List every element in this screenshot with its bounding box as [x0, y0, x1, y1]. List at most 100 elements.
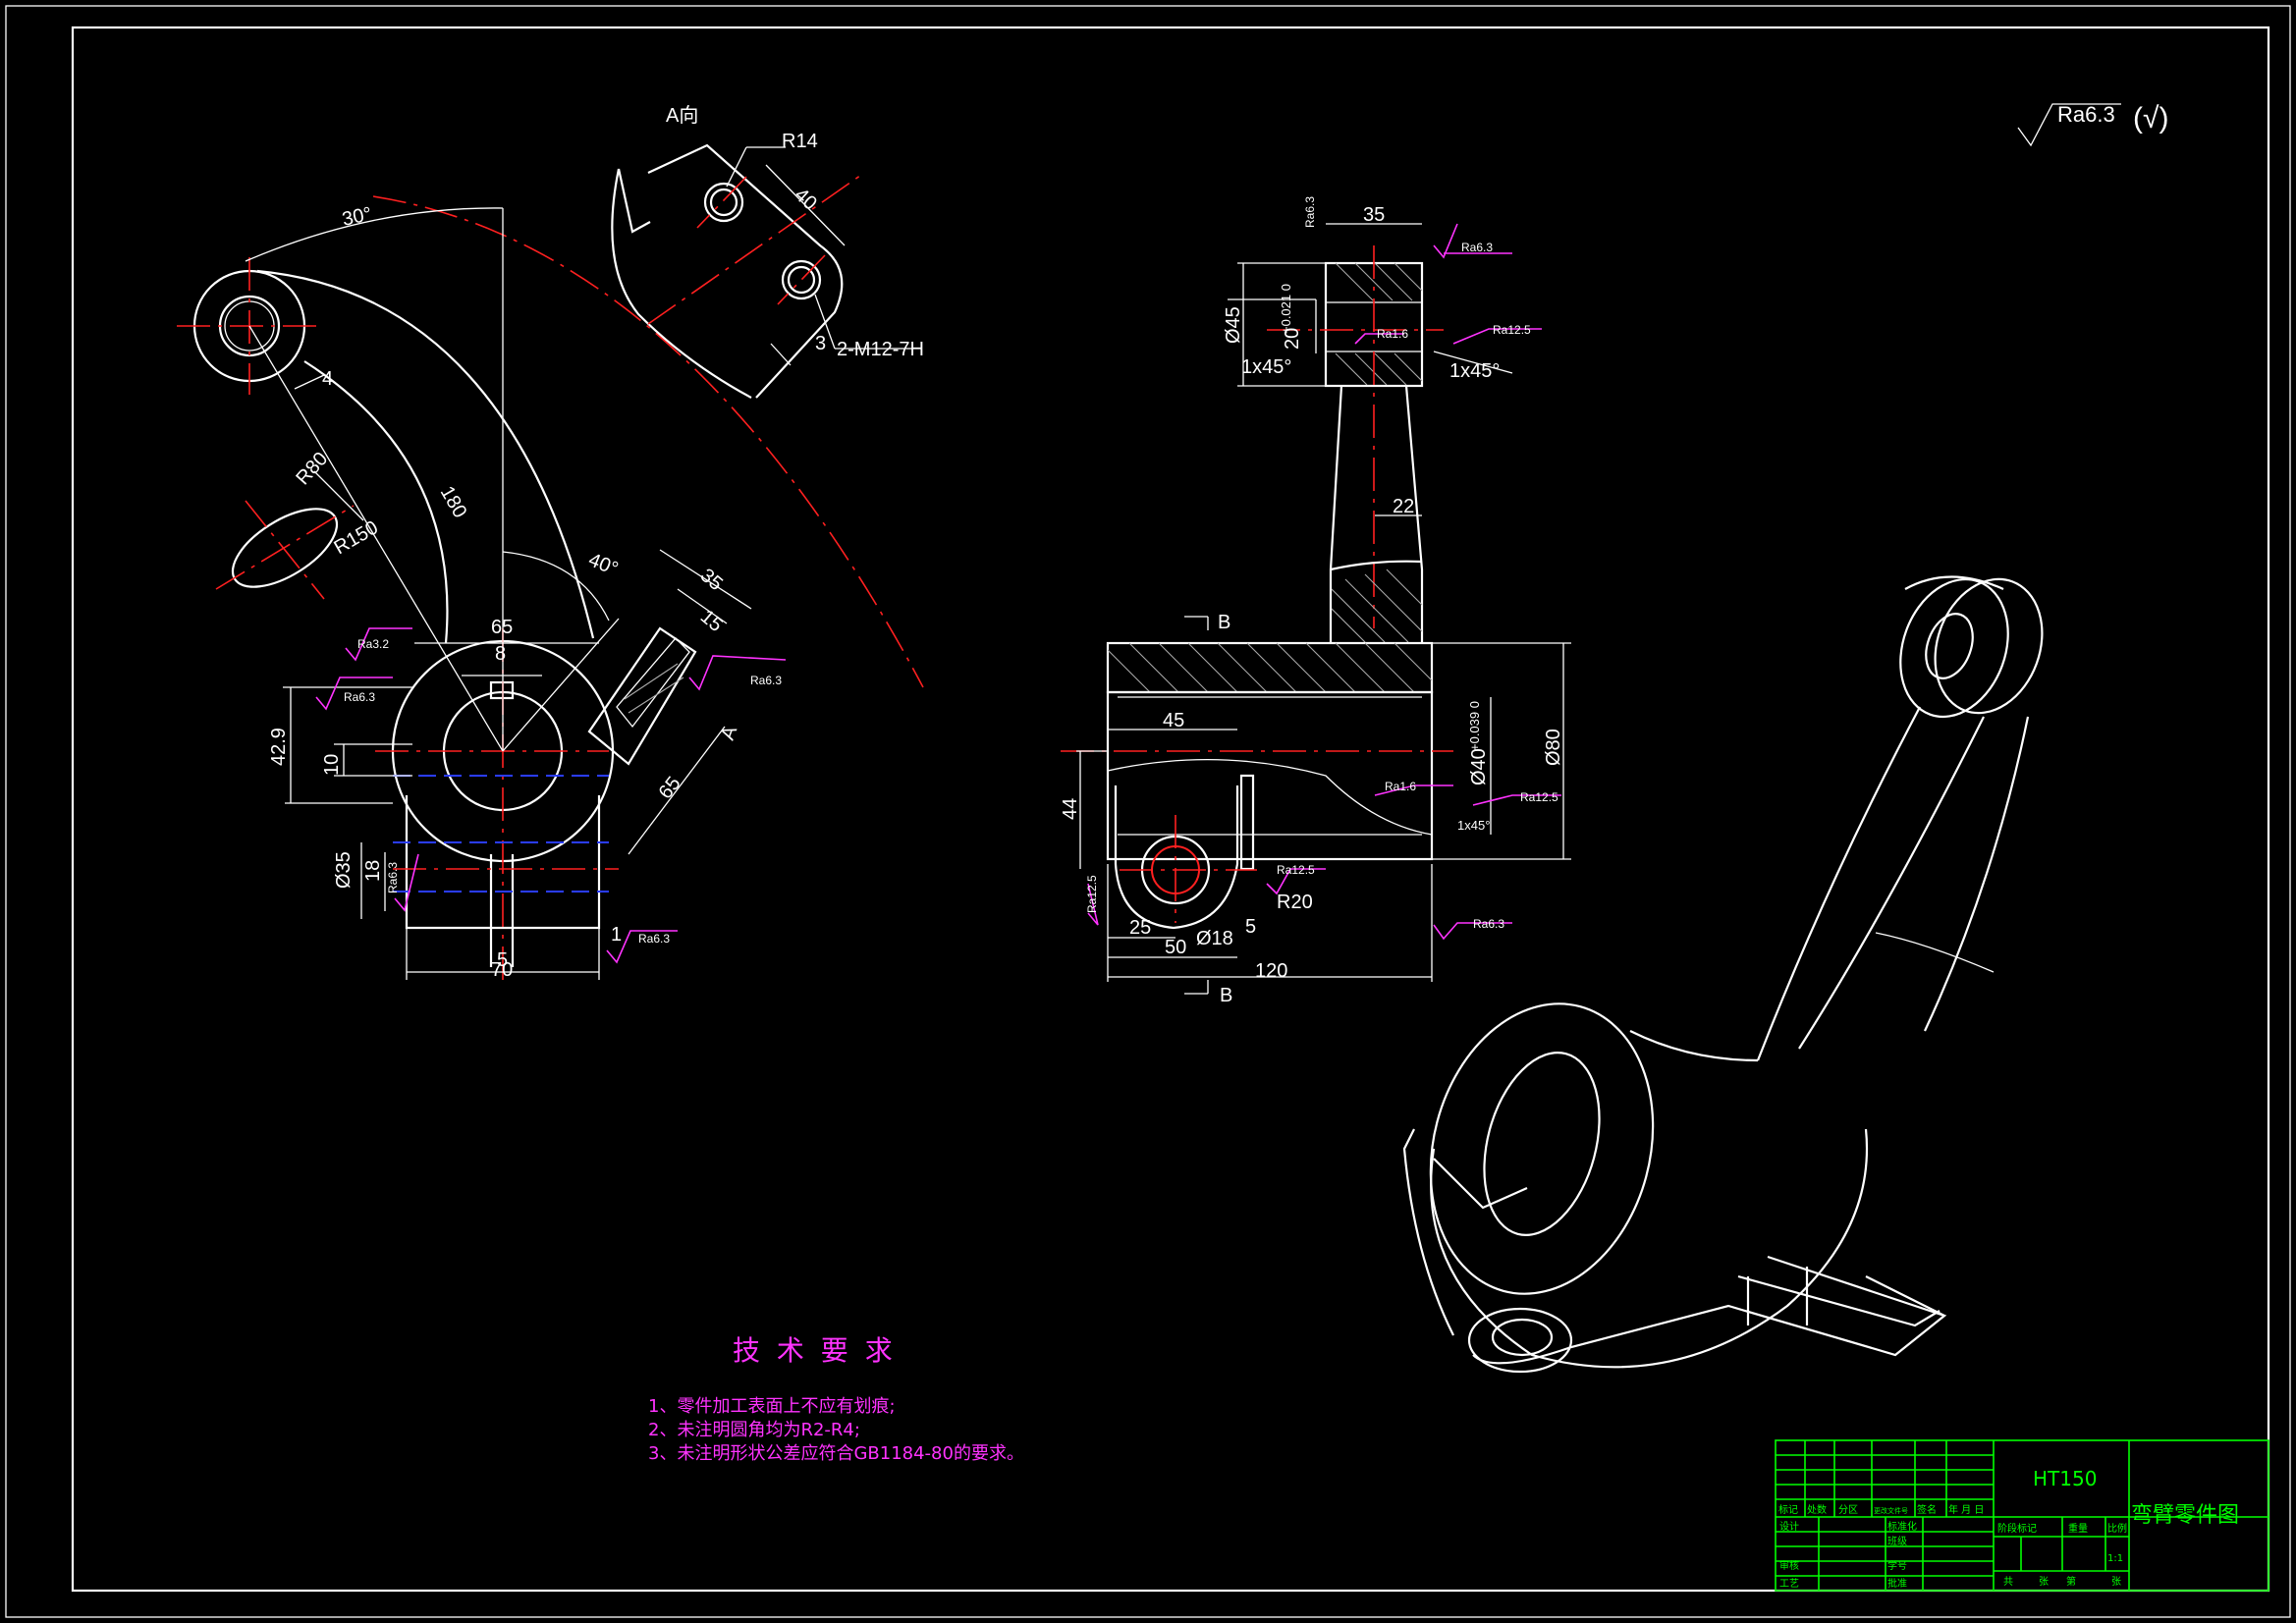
side-dim-44: 44	[1060, 798, 1081, 820]
hub-section	[1106, 690, 1434, 861]
label-student-no: 学号	[1887, 1559, 1907, 1572]
ra-6-3-g: Ra6.3	[1473, 917, 1504, 931]
side-chamfer-left: 1x45°	[1241, 356, 1291, 378]
label-stage-mark: 阶段标记	[1997, 1522, 2037, 1535]
side-dim-35: 35	[1363, 204, 1385, 226]
row-label-0: 标记	[1778, 1504, 1798, 1516]
row-label-2: 分区	[1838, 1504, 1858, 1516]
side-dim-20: 20	[1282, 328, 1303, 350]
side-dim-dia40-tol: +0.039 0	[1467, 701, 1482, 751]
side-view: 35 Ø45 20 +0.021 0 1x45° 1x45° 22 B B 45…	[1060, 204, 1571, 1006]
dim-10: 10	[321, 754, 343, 776]
dim-42-9: 42.9	[268, 728, 290, 766]
view-a: A向 R14 40 3 2-M12-7H	[611, 104, 924, 399]
scale-value: 1:1	[2107, 1553, 2123, 1564]
label-sheet: 张	[2039, 1576, 2049, 1588]
label-design: 设计	[1779, 1520, 1799, 1533]
dim-4: 4	[322, 368, 333, 390]
tech-req-title: 技 术 要 求	[733, 1334, 897, 1367]
label-class: 班级	[1887, 1536, 1907, 1547]
row-label-4: 签名	[1917, 1503, 1937, 1516]
side-dim-120: 120	[1255, 960, 1287, 982]
label-sheet-total: 共	[2003, 1576, 2013, 1588]
dim-dia35: Ø35	[333, 851, 355, 889]
row-label-1: 处数	[1807, 1503, 1827, 1516]
front-view	[177, 195, 924, 982]
arm-inner-curve	[303, 360, 449, 644]
lower-body	[405, 795, 601, 930]
lug	[587, 626, 697, 766]
view-arrow-a: A	[717, 723, 741, 743]
ra-12-5-a: Ra12.5	[1493, 323, 1531, 337]
dim-angle-40: 40°	[585, 549, 621, 580]
title-block: HT150 弯臂零件图 标记 处数 分区 更改文件号 签名 年 月 日 设计 标…	[1775, 1439, 2269, 1592]
side-dim-r20: R20	[1277, 892, 1313, 913]
dim-8: 8	[495, 643, 506, 665]
ra-12-5-b: Ra12.5	[1520, 790, 1558, 804]
side-dim-20-tol: +0.021 0	[1279, 284, 1293, 334]
label-standardize: 标准化	[1887, 1520, 1917, 1533]
side-dim-22: 22	[1393, 496, 1414, 517]
dim-40: 40	[791, 184, 821, 214]
default-finish-other: (√)	[2133, 102, 2168, 135]
section-b-bottom: B	[1220, 985, 1232, 1006]
ra-6-3-a: Ra6.3	[344, 690, 375, 704]
label-approve: 批准	[1887, 1577, 1907, 1590]
dim-r150: R150	[331, 516, 382, 559]
ra-6-3-f: Ra6.3	[1461, 241, 1493, 254]
row-label-5: 年 月 日	[1948, 1503, 1984, 1516]
dim-5: 5	[497, 949, 508, 971]
roughness-symbols: Ra3.2 Ra6.3 Ra6.3 Ra6.3 Ra6.3 Ra6.3 Ra6.…	[315, 102, 2168, 964]
technical-requirements: 技 术 要 求 1、零件加工表面上不应有划痕; 2、未注明圆角均为R2-R4; …	[648, 1334, 1024, 1464]
ra-3-2: Ra3.2	[357, 637, 389, 651]
side-dim-50: 50	[1165, 937, 1186, 958]
ra-6-3-e: Ra6.3	[1303, 196, 1317, 228]
default-finish: Ra6.3	[2057, 102, 2115, 127]
material: HT150	[2033, 1467, 2097, 1490]
dim-65-slant: 65	[655, 773, 685, 803]
dim-3: 3	[815, 333, 826, 354]
dim-r14: R14	[782, 131, 818, 152]
tech-req-3: 3、未注明形状公差应符合GB1184-80的要求。	[648, 1443, 1024, 1464]
side-chamfer-small: 1x45°	[1457, 818, 1490, 833]
outer-border	[5, 5, 2291, 1618]
tech-req-2: 2、未注明圆角均为R2-R4;	[648, 1420, 860, 1440]
ra-6-3-c: Ra6.3	[386, 862, 400, 893]
ra-6-3-d: Ra6.3	[638, 932, 670, 946]
dim-15: 15	[696, 606, 727, 636]
dim-thread: 2-M12-7H	[837, 339, 924, 360]
dim-18: 18	[362, 860, 384, 882]
dim-angle-30: 30°	[340, 203, 373, 231]
ra-6-3-b: Ra6.3	[750, 674, 782, 687]
tech-req-1: 1、零件加工表面上不应有划痕;	[648, 1396, 896, 1417]
side-dim-dia80: Ø80	[1543, 729, 1564, 766]
section-b-top: B	[1218, 612, 1230, 633]
lower-lug	[1114, 785, 1239, 930]
dim-180: 180	[436, 483, 471, 522]
flange-section	[1106, 641, 1434, 694]
side-dim-5: 5	[1245, 916, 1256, 938]
label-process: 工艺	[1779, 1578, 1799, 1590]
part-name: 弯臂零件图	[2131, 1503, 2239, 1528]
label-sheet-2: 张	[2111, 1576, 2121, 1588]
ra-1-6-b: Ra1.6	[1385, 780, 1416, 793]
dim-65-top: 65	[491, 617, 513, 638]
side-chamfer-right: 1x45°	[1449, 360, 1500, 382]
label-review: 审核	[1779, 1559, 1799, 1572]
side-dim-dia18: Ø18	[1196, 928, 1233, 949]
view-a-label: A向	[666, 104, 698, 127]
side-dim-25: 25	[1129, 917, 1151, 939]
ra-1-6-a: Ra1.6	[1377, 327, 1408, 341]
row-label-3: 更改文件号	[1874, 1506, 1908, 1515]
inner-border	[71, 26, 2270, 1593]
isometric-view	[1402, 575, 2044, 1374]
dim-70: 70	[491, 959, 513, 981]
side-dim-dia40: Ø40	[1468, 748, 1490, 785]
ra-12-5-c: Ra12.5	[1277, 863, 1315, 877]
ra-12-5-d: Ra12.5	[1085, 875, 1099, 913]
front-view-dimensions: 30° 4 R80 180 R150 40° 35 15 65 8 42.9 1…	[268, 203, 741, 981]
label-weight: 重量	[2068, 1522, 2088, 1535]
arm-outer-curve	[256, 269, 595, 639]
dim-1: 1	[611, 924, 622, 946]
label-sheet-no: 第	[2066, 1575, 2076, 1588]
